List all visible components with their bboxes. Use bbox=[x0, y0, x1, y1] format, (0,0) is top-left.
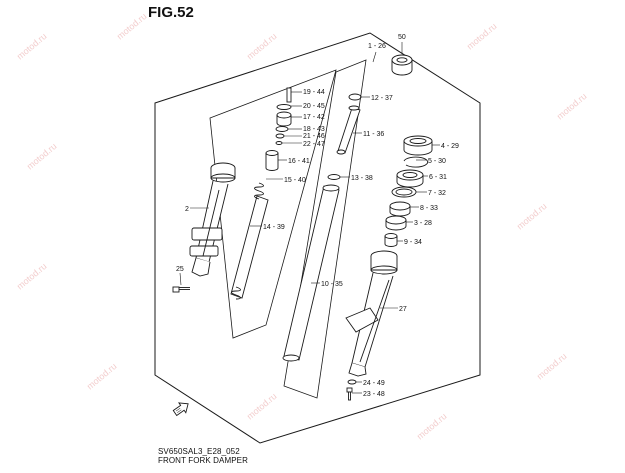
watermark: motod.ru bbox=[115, 11, 149, 41]
watermark: motod.ru bbox=[245, 391, 279, 421]
bolt-washer bbox=[347, 379, 357, 385]
watermark-layer: motod.ru motod.ru motod.ru motod.ru moto… bbox=[15, 11, 589, 441]
callout-15-40: 15 - 40 bbox=[284, 177, 306, 184]
watermark: motod.ru bbox=[15, 261, 49, 291]
callout-4-29: 4 - 29 bbox=[441, 143, 459, 150]
watermark: motod.ru bbox=[555, 91, 589, 121]
front-arrow-icon bbox=[172, 402, 189, 417]
inner-tube bbox=[282, 184, 340, 362]
callout-1-26: 1 - 26 bbox=[368, 43, 386, 50]
figure-title: FIG.52 bbox=[148, 4, 194, 21]
outer-tube-left bbox=[189, 162, 236, 277]
callout-18-43: 18 - 43 bbox=[303, 126, 325, 133]
callout-25: 25 bbox=[176, 266, 184, 273]
callout-50: 50 bbox=[398, 34, 406, 41]
callout-13-38: 13 - 38 bbox=[351, 175, 373, 182]
watermark: motod.ru bbox=[535, 351, 569, 381]
top-cap-parts bbox=[275, 87, 292, 145]
callout-9-34: 9 - 34 bbox=[404, 239, 422, 246]
spring-subassembly-frame bbox=[209, 69, 337, 339]
watermark: motod.ru bbox=[515, 201, 549, 231]
rod-ring bbox=[327, 174, 341, 180]
drawing-code: SV650SAL3_E28_052 bbox=[158, 447, 240, 456]
callout-19-44: 19 - 44 bbox=[303, 89, 325, 96]
callout-14-39: 14 - 39 bbox=[263, 224, 285, 231]
callout-17-42: 17 - 42 bbox=[303, 114, 325, 121]
callout-3-28: 3 - 28 bbox=[414, 220, 432, 227]
watermark: motod.ru bbox=[85, 361, 119, 391]
callout-12-37: 12 - 37 bbox=[371, 95, 393, 102]
outer-tube-right bbox=[345, 250, 398, 377]
seal-stack bbox=[384, 135, 433, 247]
watermark: motod.ru bbox=[245, 31, 279, 61]
watermark: motod.ru bbox=[25, 141, 59, 171]
callout-24-49: 24 - 49 bbox=[363, 380, 385, 387]
callout-2: 2 bbox=[185, 206, 189, 213]
callout-21-46: 21 - 46 bbox=[303, 133, 325, 140]
callout-5-30: 5 - 30 bbox=[428, 158, 446, 165]
callout-7-32: 7 - 32 bbox=[428, 190, 446, 197]
callout-22-47: 22 - 47 bbox=[303, 141, 325, 148]
spanner-tool bbox=[391, 54, 413, 76]
fork-spring bbox=[230, 182, 269, 300]
callout-20-45: 20 - 45 bbox=[303, 103, 325, 110]
drawing-name: FRONT FORK DAMPER bbox=[158, 456, 249, 465]
callout-labels: 1 - 26 50 19 - 44 20 - 45 17 - 42 18 - 4… bbox=[176, 34, 459, 398]
spring-spacer bbox=[265, 150, 279, 171]
callout-27: 27 bbox=[399, 306, 407, 313]
drain-bolt bbox=[172, 286, 190, 293]
watermark: motod.ru bbox=[15, 31, 49, 61]
callout-16-41: 16 - 41 bbox=[288, 158, 310, 165]
callout-10-35: 10 - 35 bbox=[321, 281, 343, 288]
leader-lines bbox=[179, 42, 440, 394]
damper-rod bbox=[336, 93, 362, 155]
damper-bolt bbox=[346, 387, 353, 401]
assembly-boundary bbox=[154, 32, 481, 444]
callout-11-36: 11 - 36 bbox=[363, 131, 384, 138]
watermark: motod.ru bbox=[465, 21, 499, 51]
callout-8-33: 8 - 33 bbox=[420, 205, 438, 212]
callout-23-48: 23 - 48 bbox=[363, 391, 385, 398]
watermark: motod.ru bbox=[415, 411, 449, 441]
callout-6-31: 6 - 31 bbox=[429, 174, 447, 181]
